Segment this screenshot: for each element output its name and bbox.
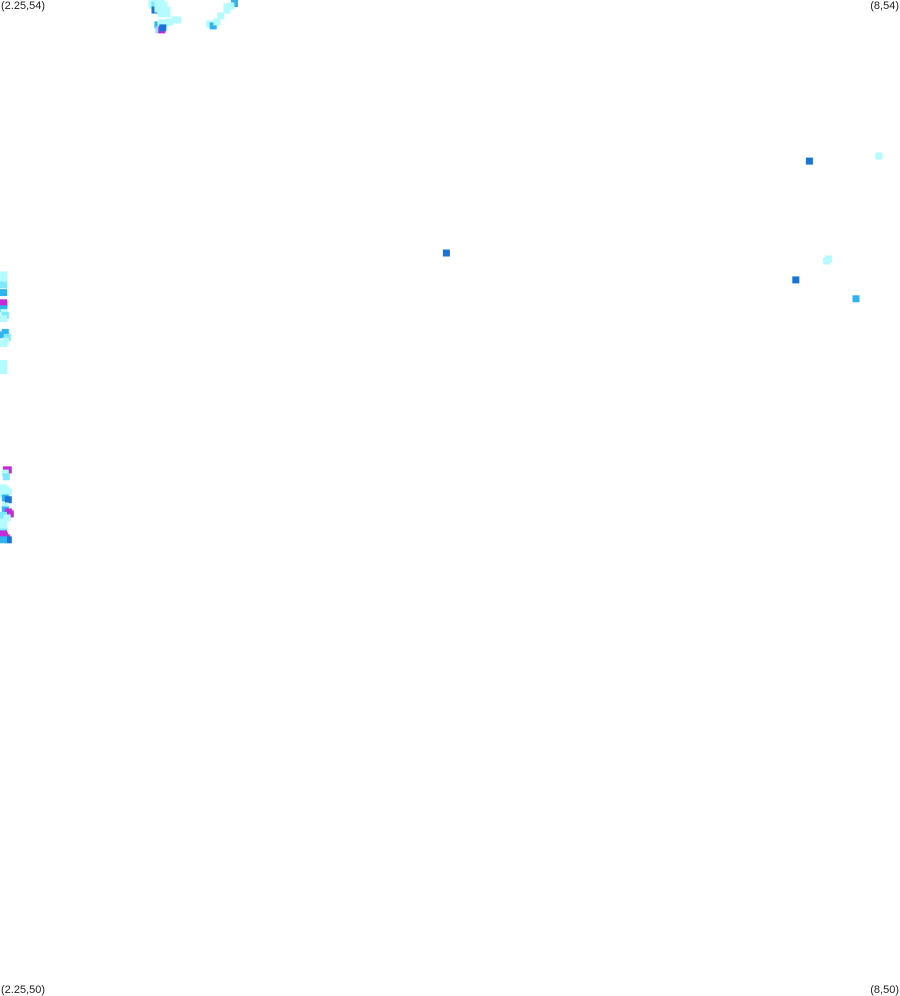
- map-point: [3, 333, 11, 341]
- map-point: [805, 157, 813, 165]
- map-point: [0, 305, 7, 313]
- map-point: [163, 6, 171, 14]
- map-point: [0, 315, 7, 323]
- map-point: [159, 24, 167, 32]
- map-point: [0, 524, 7, 532]
- map-point: [875, 152, 883, 160]
- map-point: [4, 488, 12, 496]
- map-point: [3, 514, 11, 522]
- map-point: [2, 473, 10, 481]
- map-point: [792, 276, 800, 284]
- map-point: [6, 510, 14, 518]
- map-point: [442, 249, 450, 257]
- map-point: [1, 469, 9, 477]
- map-point: [0, 536, 7, 544]
- map-point: [0, 271, 7, 279]
- map-point: [4, 496, 12, 504]
- map-point: [160, 1, 168, 9]
- map-point: [231, 0, 238, 7]
- map-point: [163, 10, 171, 18]
- map-point: [0, 275, 7, 283]
- map-point: [209, 22, 217, 30]
- map-point: [0, 289, 7, 297]
- map-point: [0, 511, 7, 519]
- corner-label-bottom-right: (8,50): [870, 984, 899, 996]
- map-point: [0, 340, 7, 348]
- map-point: [0, 490, 7, 498]
- map-point: [227, 2, 235, 10]
- map-point: [852, 295, 860, 303]
- map-point: [217, 12, 225, 20]
- map-point: [823, 257, 831, 265]
- map-point: [0, 360, 7, 367]
- map-point: [174, 16, 182, 24]
- map-point: [213, 18, 221, 26]
- map-point: [0, 281, 7, 289]
- corner-label-bottom-left: (2.25,50): [1, 984, 46, 996]
- map-point: [4, 536, 12, 544]
- map-point: [0, 301, 8, 309]
- corner-label-top-right: (8,54): [870, 0, 899, 12]
- map-point: [223, 6, 231, 14]
- map-point: [0, 367, 7, 374]
- corner-label-top-left: (2.25,54): [1, 0, 46, 12]
- map-point: [1, 502, 9, 510]
- map-point: [0, 518, 7, 526]
- map-point: [166, 18, 174, 26]
- map-point: [0, 331, 7, 339]
